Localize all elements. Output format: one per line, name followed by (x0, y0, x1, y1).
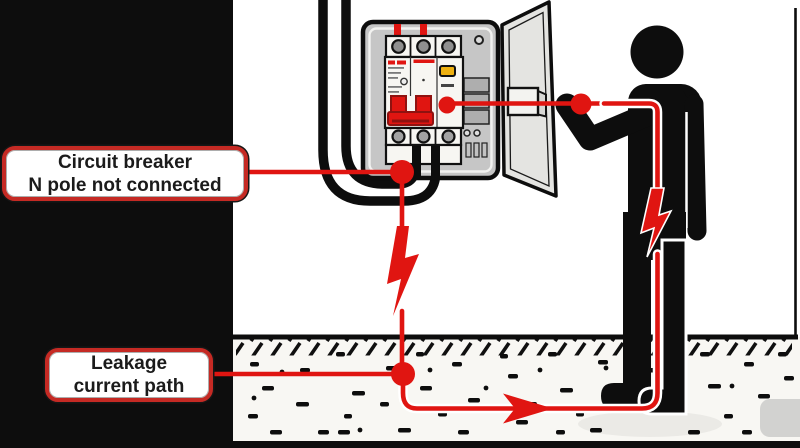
feed-wire-red-2 (420, 24, 427, 38)
foot-shadow (578, 411, 722, 437)
person-front-leg (601, 240, 651, 409)
flow-arrow (503, 393, 553, 424)
load-wire-2 (431, 146, 440, 177)
bottom-frame-strip (0, 441, 800, 448)
junction-dot-ground (391, 362, 415, 386)
load-wire-1 (412, 146, 421, 177)
feed-wire-red-1 (394, 24, 401, 38)
test-button (439, 65, 456, 77)
junction-dot-npole (390, 160, 414, 184)
person-head (630, 25, 684, 79)
junction-dot-breaker (438, 96, 456, 114)
person-far-arm (684, 94, 707, 241)
rating-markings (388, 67, 404, 93)
box-inner-trim (368, 27, 493, 173)
box-door (500, 0, 558, 198)
distribution-box (360, 19, 501, 181)
door-inner-line (508, 11, 550, 188)
person-reaching-arm (555, 93, 661, 151)
conduit-wire-outer (318, 0, 441, 206)
callout-breaker-line2: N pole not connected (28, 174, 222, 196)
callout-circuit-breaker: Circuit breaker N pole not connected (2, 146, 248, 201)
person-back-leg (637, 238, 688, 416)
box-screw (474, 35, 484, 45)
soil-dots (248, 352, 794, 435)
junction-dot-hand (570, 93, 592, 115)
callout-leakage-line2: current path (73, 376, 185, 397)
lower-cover-strip (384, 143, 463, 166)
callout-leakage-path: Leakage current path (45, 348, 213, 402)
callout-leakage-line1: Leakage (90, 353, 168, 374)
breaker-toggles (387, 95, 434, 126)
watermark-box (760, 399, 800, 437)
busbar-blocks (463, 77, 490, 158)
trip-indicator (413, 59, 435, 63)
callout-breaker-line1: Circuit breaker (57, 151, 193, 173)
lightning-bolt-body (639, 187, 673, 258)
circuit-breaker (383, 24, 465, 177)
person-figure (555, 25, 722, 437)
leakage-current-path (212, 93, 673, 424)
breaker-dial (400, 77, 408, 86)
lightning-bolt-wall (387, 226, 419, 316)
